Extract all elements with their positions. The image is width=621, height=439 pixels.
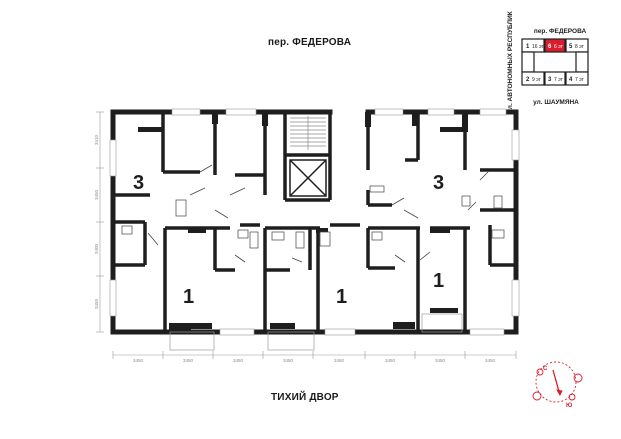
key-floors-4: 7 эт xyxy=(575,77,585,83)
dim-bottom-1: 3450 xyxy=(133,358,144,363)
dim-left-3: 3400 xyxy=(94,243,99,254)
key-num-2: 2 xyxy=(526,77,530,83)
key-street-left: ул. АВТОНОМНЫХ РЕСПУБЛИК xyxy=(507,11,514,112)
room-count-apt-left: 3 xyxy=(133,172,144,194)
key-section-2 xyxy=(521,71,545,86)
key-section-left-wing xyxy=(521,51,535,73)
dim-left-2: 3450 xyxy=(94,189,99,200)
windows xyxy=(109,108,520,336)
key-num-1: 1 xyxy=(526,44,530,50)
wall-blocks xyxy=(138,112,468,332)
staircase xyxy=(290,116,326,150)
street-label-top: пер. ФЕДЕРОВА xyxy=(268,37,352,48)
balconies xyxy=(169,313,463,351)
key-num-6: 6 xyxy=(548,44,552,50)
key-floors-1: 16 эт xyxy=(532,44,544,50)
exterior-walls xyxy=(110,109,519,335)
key-floors-6: 6 эт xyxy=(554,44,564,50)
room-count-apt-bottom-3: 1 xyxy=(433,270,444,292)
compass-south-label: Ю xyxy=(566,403,572,409)
room-count-apt-bottom-1: 1 xyxy=(183,286,194,308)
key-street-bottom: ул. ШАУМЯНА xyxy=(533,99,579,106)
key-num-5: 5 xyxy=(569,44,573,50)
door-swings xyxy=(147,164,489,263)
dim-left-4: 3450 xyxy=(94,298,99,309)
key-floors-3: 7 эт xyxy=(554,77,564,83)
key-floors-2: 9 эт xyxy=(532,77,542,83)
elevator-shaft xyxy=(289,159,327,197)
dim-bottom-7: 3450 xyxy=(435,358,446,363)
dim-bottom-5: 3450 xyxy=(334,358,345,363)
room-count-apt-right: 3 xyxy=(433,172,444,194)
key-plan: пер. ФЕДЕРОВА ул. АВТОНОМНЫХ РЕСПУБЛИК у… xyxy=(507,11,589,113)
key-num-3: 3 xyxy=(548,77,552,83)
key-section-right-wing xyxy=(575,51,589,73)
dim-bottom-3: 3450 xyxy=(233,358,244,363)
key-floors-5: 8 эт xyxy=(575,44,585,50)
interior-walls xyxy=(113,112,516,332)
dim-bottom-6: 3450 xyxy=(385,358,396,363)
street-label-bottom: ТИХИЙ ДВОР xyxy=(271,392,339,403)
dim-bottom-8: 3450 xyxy=(485,358,496,363)
key-section-6 xyxy=(544,38,566,53)
fixtures xyxy=(121,185,505,249)
dim-bottom-4: 3450 xyxy=(283,358,294,363)
compass-icon xyxy=(532,361,583,403)
key-num-4: 4 xyxy=(569,77,573,83)
dim-left-1: 3410 xyxy=(94,134,99,145)
dimension-lines xyxy=(96,111,517,359)
compass-north-label: С xyxy=(543,366,548,372)
key-street-top: пер. ФЕДЕРОВА xyxy=(534,28,587,35)
key-section-3 xyxy=(544,71,566,86)
room-count-apt-bottom-2: 1 xyxy=(336,286,347,308)
key-section-4 xyxy=(565,71,589,86)
dim-bottom-2: 3450 xyxy=(183,358,194,363)
